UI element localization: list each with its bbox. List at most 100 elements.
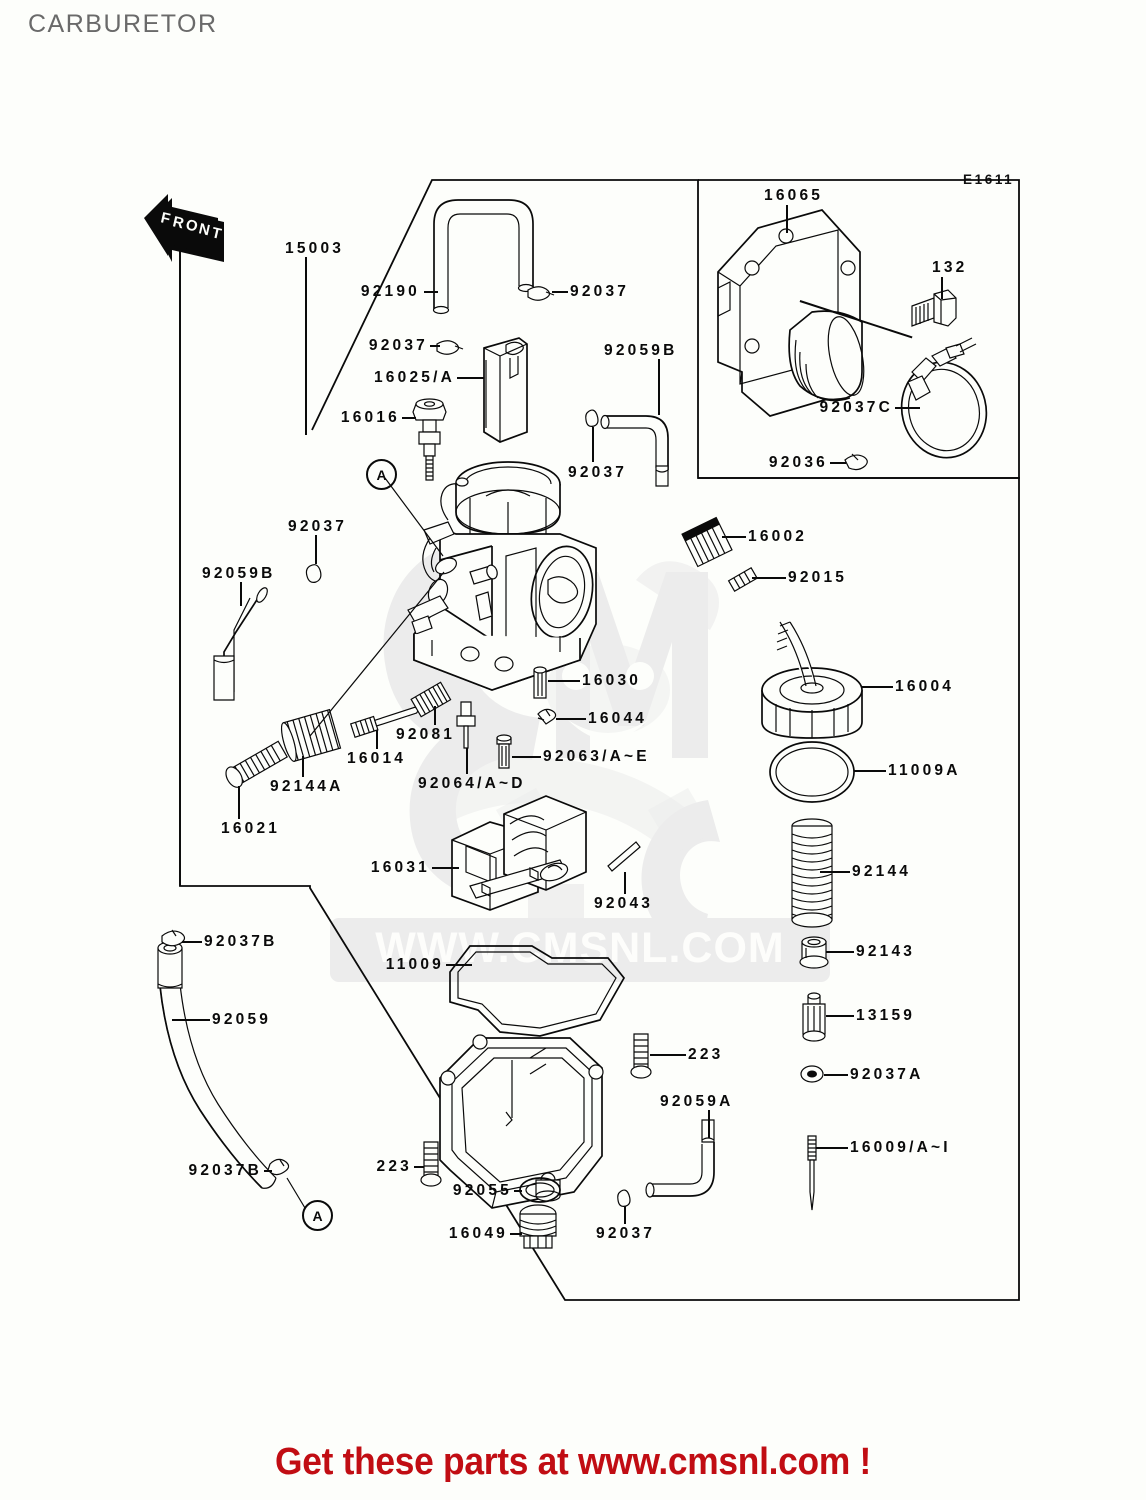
leader-16030	[548, 680, 580, 682]
svg-text:R: R	[171, 213, 186, 232]
part-label-92081: 92081	[396, 726, 456, 743]
part-label-92015: 92015	[788, 569, 848, 586]
part-drawing-92037A	[800, 1065, 824, 1083]
part-label-11009: 11009	[385, 956, 444, 973]
leader-92037B-to-refmark	[286, 1177, 306, 1209]
leader-92059B-upper	[658, 359, 660, 415]
part-drawing-92015	[727, 566, 758, 593]
leader-92036	[830, 462, 846, 464]
svg-text:T: T	[210, 224, 223, 243]
leader-16049	[510, 1233, 522, 1235]
part-drawing-223-upper	[630, 1033, 652, 1079]
leader-11009A	[854, 770, 886, 772]
part-drawing-92037B-lower	[267, 1158, 290, 1176]
leader-92037A	[824, 1074, 848, 1076]
part-drawing-92037-c	[585, 409, 599, 427]
leader-16065	[786, 205, 788, 233]
footer-cta: Get these parts at www.cmsnl.com !	[274, 1441, 872, 1483]
leader-132-to-holder	[799, 300, 913, 339]
part-label-92144: 92144	[852, 863, 912, 880]
leader-16016-to-body	[384, 477, 444, 557]
part-label-132: 132	[932, 259, 968, 276]
part-drawing-16031	[451, 795, 587, 911]
leader-16025	[457, 377, 484, 379]
part-label-223-lower: 223	[376, 1158, 412, 1175]
part-label-16021: 16021	[221, 820, 281, 837]
part-label-92037-b: 92037	[368, 337, 428, 354]
part-label-92036: 92036	[768, 454, 828, 471]
part-label-92037A: 92037A	[850, 1066, 924, 1083]
part-drawing-92037-e	[617, 1189, 631, 1207]
leader-16016	[402, 417, 416, 419]
leader-92144A-to-body	[309, 571, 445, 737]
leader-92144A	[302, 756, 304, 777]
part-drawing-11009A	[769, 741, 855, 803]
reference-marker-a-upper: A	[366, 459, 397, 490]
part-drawing-16044	[537, 708, 557, 725]
part-label-92059B-upper: 92059B	[604, 342, 678, 359]
part-drawing-92190	[432, 199, 535, 315]
leader-15003	[305, 257, 307, 435]
part-label-16016: 16016	[340, 409, 400, 426]
part-drawing-92143	[799, 936, 829, 969]
leader-13159	[826, 1015, 854, 1017]
leader-92063	[512, 756, 541, 758]
part-drawing-16004	[761, 621, 863, 739]
part-label-16009: 16009/A~I	[850, 1139, 951, 1156]
part-drawing-92037-d	[305, 564, 322, 583]
leader-16044	[556, 718, 586, 720]
part-label-16004: 16004	[895, 678, 955, 695]
leader-16014	[376, 730, 378, 749]
part-drawing-92144A	[280, 708, 342, 763]
leader-132	[941, 277, 943, 299]
leader-92144	[820, 871, 850, 873]
part-drawing-92059	[157, 941, 277, 1189]
leader-16031	[432, 867, 459, 869]
part-label-92037-d: 92037	[288, 518, 348, 535]
part-drawing-132	[911, 289, 957, 327]
part-drawing-92081	[410, 681, 452, 718]
part-label-16014: 16014	[347, 750, 407, 767]
part-drawing-92037-b	[436, 340, 464, 355]
leader-92037-d	[315, 535, 317, 564]
part-label-92037B-lower: 92037B	[188, 1162, 262, 1179]
leader-92037B-lower	[264, 1170, 272, 1172]
part-drawing-16009	[807, 1135, 817, 1211]
leader-92190	[424, 291, 438, 293]
part-label-16002: 16002	[748, 528, 808, 545]
part-drawing-16030	[533, 666, 547, 699]
leader-92015	[752, 577, 786, 579]
leader-92059	[172, 1019, 210, 1021]
part-drawing-16065	[717, 209, 865, 417]
part-drawing-92064	[456, 701, 476, 749]
part-label-11009A: 11009A	[888, 762, 961, 779]
part-drawing-carburetor-body	[407, 461, 597, 691]
leader-92037-c	[592, 427, 594, 462]
part-drawing-92037B-upper	[161, 929, 186, 947]
leader-92081	[434, 706, 436, 725]
part-label-92059: 92059	[212, 1011, 272, 1028]
leader-11009	[446, 964, 472, 966]
part-drawing-16025	[483, 337, 528, 443]
leader-92037C	[895, 407, 920, 409]
leader-92059A	[708, 1110, 710, 1138]
leader-92037-a	[552, 291, 568, 293]
leader-92037-b	[430, 345, 440, 347]
leader-92059B-left	[240, 582, 242, 606]
part-label-16031: 16031	[370, 859, 430, 876]
part-label-16044: 16044	[588, 710, 648, 727]
part-drawing-92037C	[900, 337, 988, 459]
part-drawing-92036	[844, 453, 868, 471]
part-drawing-92043	[607, 841, 641, 872]
part-label-92037-c: 92037	[568, 464, 628, 481]
part-label-16065: 16065	[764, 187, 824, 204]
leader-223-upper	[650, 1054, 686, 1056]
leader-92143	[826, 951, 854, 953]
part-drawing-92055	[519, 1177, 561, 1203]
part-label-13159: 13159	[856, 1007, 916, 1024]
part-drawing-16016	[412, 398, 447, 481]
page-title: CARBURETOR	[28, 10, 218, 38]
part-drawing-16049	[519, 1204, 557, 1249]
sheet-code: E1611	[963, 172, 1015, 187]
